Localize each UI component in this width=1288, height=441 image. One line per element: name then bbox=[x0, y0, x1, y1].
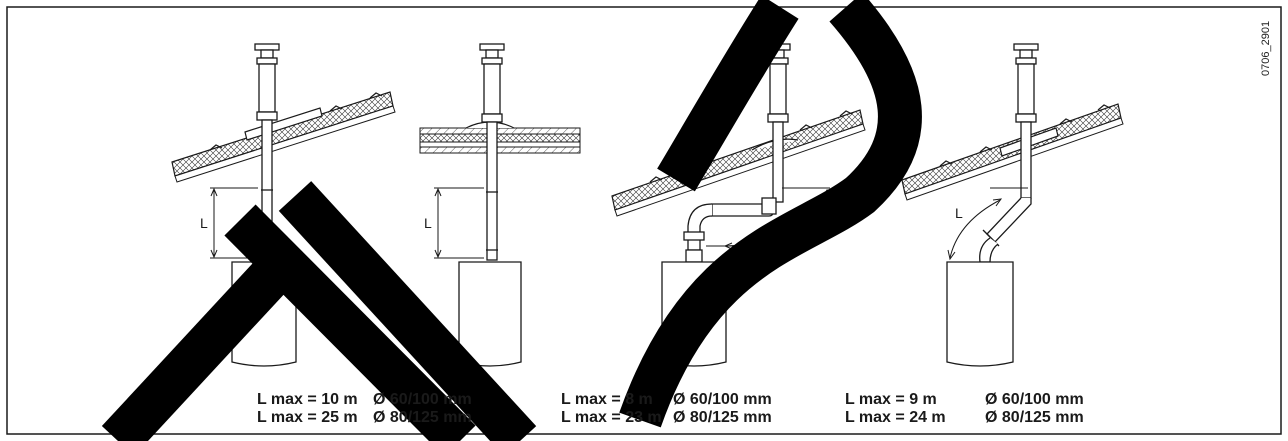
dimension-label-1: L bbox=[200, 215, 208, 231]
watermark-stroke-r-diagonal bbox=[278, 181, 537, 441]
dimension-label-2: L bbox=[424, 215, 432, 231]
flue-pipe-2 bbox=[479, 43, 505, 261]
spec-group-2-length-1: L max = 8 m bbox=[561, 391, 653, 408]
watermark-strokes bbox=[101, 0, 922, 441]
spec-group-1-diameter-1: Ø 60/100 mm bbox=[373, 391, 472, 408]
boiler-2 bbox=[458, 261, 522, 367]
flat-roof bbox=[419, 121, 581, 154]
spec-group-3-diameter-2: Ø 80/125 mm bbox=[985, 409, 1084, 426]
dimension-4 bbox=[947, 187, 1028, 261]
spec-group-3-length-1: L max = 9 m bbox=[845, 391, 937, 408]
figure-4-angled-offset: L bbox=[901, 43, 1124, 367]
watermark-stroke-o-left bbox=[657, 0, 799, 192]
spec-group-1-length-1: L max = 10 m bbox=[257, 391, 358, 408]
boiler-4 bbox=[946, 261, 1014, 367]
dimension-2 bbox=[434, 187, 484, 259]
dimension-label-4: L bbox=[955, 205, 963, 221]
spec-group-1-length-2: L max = 25 m bbox=[257, 409, 358, 426]
spec-group-3-diameter-1: Ø 60/100 mm bbox=[985, 391, 1084, 408]
spec-group-1-diameter-2: Ø 80/125 mm bbox=[373, 409, 472, 426]
flue-pipe-3 bbox=[683, 43, 791, 263]
spec-group-2-diameter-1: Ø 60/100 mm bbox=[673, 391, 772, 408]
spec-group-2-diameter-2: Ø 80/125 mm bbox=[673, 409, 772, 426]
spec-group-2-length-2: L max = 23 m bbox=[561, 409, 662, 426]
roof-1 bbox=[171, 91, 396, 183]
watermark-stroke-c bbox=[101, 262, 287, 441]
roof-4 bbox=[901, 103, 1124, 201]
dimension-1 bbox=[210, 187, 258, 259]
drawing-code: 0706_2901 bbox=[1260, 20, 1272, 76]
watermark-stroke-r-left bbox=[224, 204, 476, 441]
flue-pipe-4 bbox=[979, 43, 1039, 263]
figure-2-vertical-flat: L bbox=[419, 43, 581, 367]
spec-group-3-length-2: L max = 24 m bbox=[845, 409, 946, 426]
watermark-stroke-o bbox=[619, 0, 922, 428]
diagram-border bbox=[6, 6, 1282, 435]
